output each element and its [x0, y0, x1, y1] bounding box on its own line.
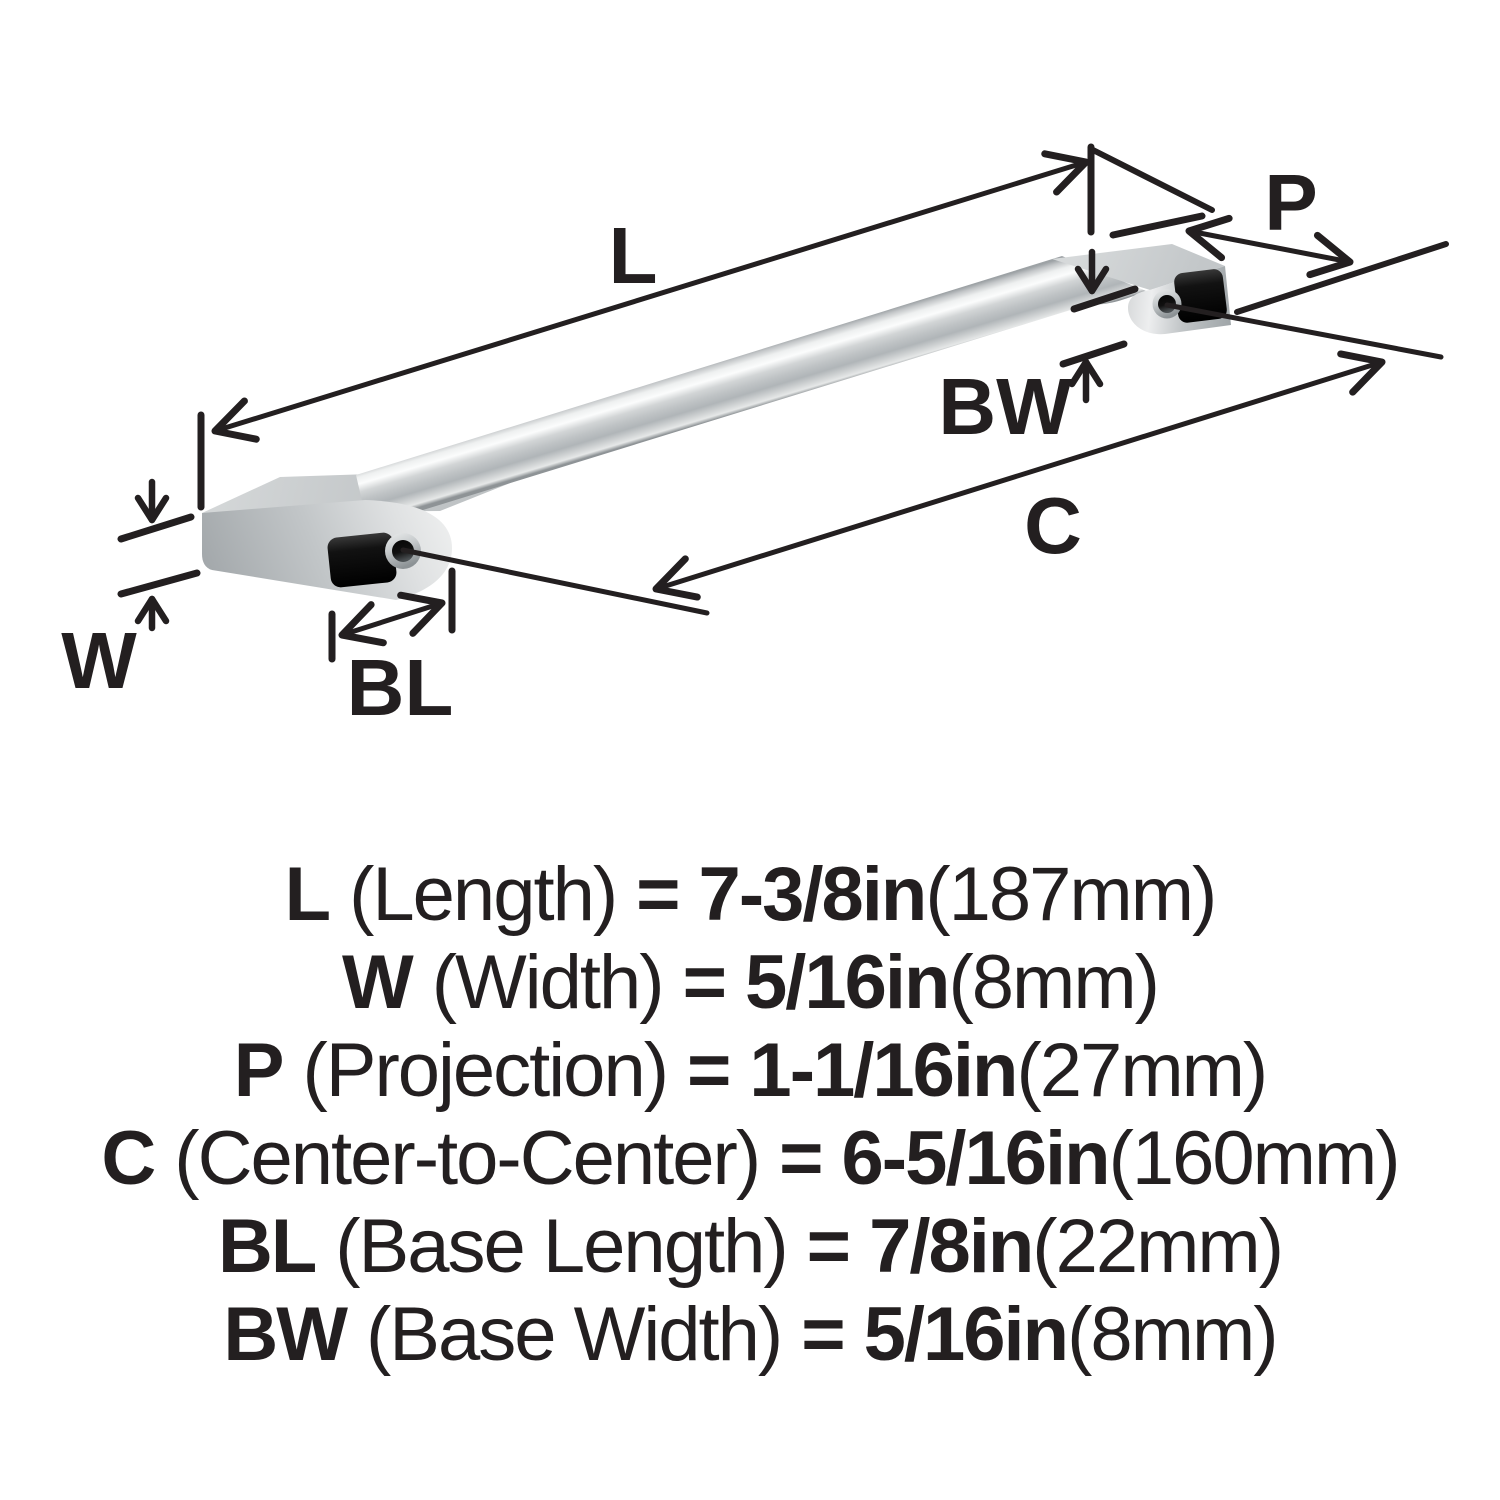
- spec-imperial-value: 5/16in: [863, 1292, 1069, 1377]
- spec-line-length: L(Length)=7-3/8in(187mm): [0, 851, 1500, 939]
- spec-metric-value: (8mm): [1067, 1292, 1279, 1377]
- bw-tick-lower: [1059, 340, 1128, 368]
- spec-imperial-value: 5/16in: [745, 940, 950, 1025]
- spec-metric-value: (22mm): [1032, 1204, 1284, 1289]
- spec-symbol: P: [233, 1028, 285, 1113]
- right-hole-leader-line: [1164, 302, 1444, 360]
- spec-imperial-value: 7-3/8in: [698, 852, 928, 937]
- bw-tick-upper: [1070, 285, 1139, 313]
- p-extension-line-right: [1234, 241, 1449, 315]
- l-dimension-line: [211, 150, 1090, 443]
- spec-line-base-width: BW(Base Width)=5/16in(8mm): [0, 1291, 1500, 1379]
- spec-name: (Base Length): [335, 1204, 788, 1289]
- spec-imperial-value: 7/8in: [869, 1204, 1034, 1289]
- left-foot-cavity: [327, 532, 397, 588]
- spec-name: (Center-to-Center): [174, 1116, 761, 1201]
- dim-label-base-width: BW: [938, 362, 1072, 451]
- spec-metric-value: (27mm): [1016, 1028, 1268, 1113]
- spec-imperial-value: 1-1/16in: [749, 1028, 1018, 1113]
- dim-label-base-length: BL: [347, 643, 454, 732]
- spec-metric-value: (160mm): [1108, 1116, 1401, 1201]
- spec-symbol: BW: [223, 1292, 348, 1377]
- spec-equals: =: [801, 1292, 845, 1377]
- spec-name: (Width): [431, 940, 665, 1025]
- dim-label-center-to-center: C: [1024, 481, 1082, 570]
- bl-dimension-line: [338, 591, 446, 647]
- spec-symbol: BL: [217, 1204, 317, 1289]
- spec-line-width: W(Width)=5/16in(8mm): [0, 939, 1500, 1027]
- spec-equals: =: [779, 1116, 823, 1201]
- spec-name: (Base Width): [366, 1292, 783, 1377]
- dim-label-length: L: [609, 211, 658, 300]
- back-plane-extension-line: [1090, 147, 1215, 213]
- c-dimension-line: [652, 350, 1386, 601]
- spec-name: (Length): [349, 852, 618, 937]
- left-hole-leader-line: [400, 547, 710, 616]
- spec-equals: =: [806, 1204, 851, 1289]
- p-dimension-line: [1185, 214, 1354, 279]
- spec-equals: =: [687, 1028, 731, 1113]
- dim-label-projection: P: [1264, 158, 1317, 247]
- dimension-labels: L P BW C W BL: [61, 158, 1317, 732]
- spec-line-center-to-center: C(Center-to-Center)=6-5/16in(160mm): [0, 1115, 1500, 1203]
- spec-symbol: L: [284, 852, 331, 937]
- spec-symbol: C: [101, 1116, 156, 1201]
- spec-list: L(Length)=7-3/8in(187mm) W(Width)=5/16in…: [0, 851, 1500, 1379]
- w-tick-lower: [117, 569, 201, 598]
- spec-metric-value: (8mm): [948, 940, 1160, 1025]
- spec-equals: =: [636, 852, 680, 937]
- spec-line-projection: P(Projection)=1-1/16in(27mm): [0, 1027, 1500, 1115]
- spec-name: (Projection): [302, 1028, 669, 1113]
- spec-metric-value: (187mm): [925, 852, 1217, 937]
- spec-imperial-value: 6-5/16in: [841, 1116, 1111, 1201]
- w-tick-upper: [117, 513, 195, 543]
- dimension-annotations: [117, 143, 1449, 663]
- dim-label-width: W: [61, 616, 137, 705]
- spec-symbol: W: [342, 940, 414, 1025]
- spec-line-base-length: BL(Base Length)=7/8in(22mm): [0, 1203, 1500, 1291]
- spec-equals: =: [682, 940, 727, 1025]
